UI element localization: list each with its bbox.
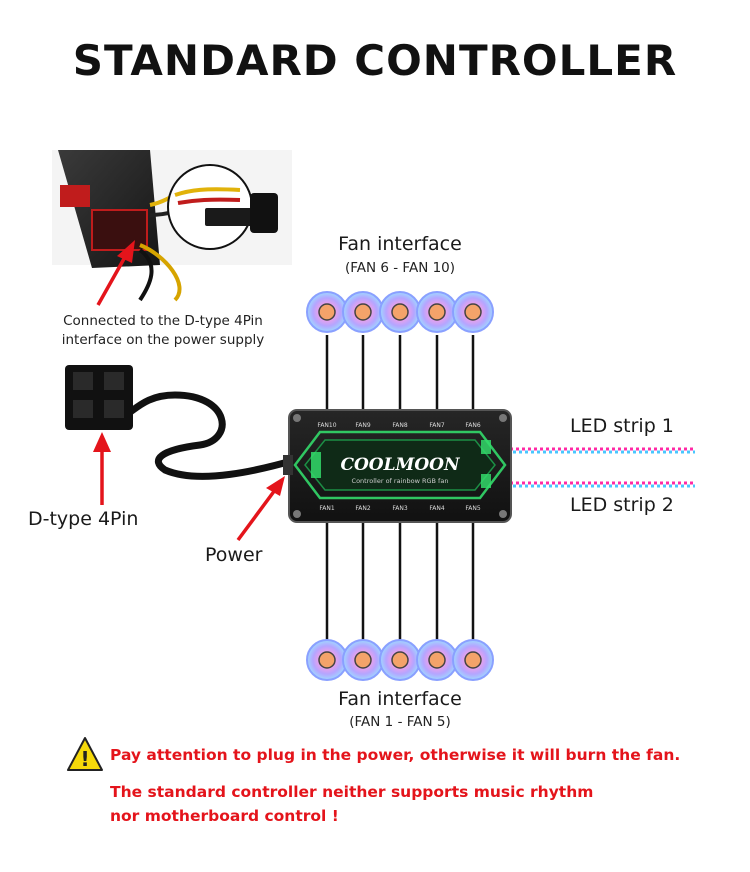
svg-text:!: ! <box>80 747 89 771</box>
led-strip-1-label: LED strip 1 <box>570 415 674 437</box>
psu-image <box>52 150 292 302</box>
arrow-icon <box>93 432 111 505</box>
power-input-port <box>283 455 293 475</box>
controller-brand: COOLMOON <box>340 455 461 475</box>
fan-icon <box>306 291 348 333</box>
psu-caption-line2: interface on the power supply <box>61 332 265 348</box>
port-label: FAN10 <box>317 422 336 429</box>
top-fans-subtitle: (FAN 6 - FAN 10) <box>344 260 456 276</box>
fan-icon <box>342 291 384 333</box>
led-strip-2-label: LED strip 2 <box>570 494 674 516</box>
led-strip-1 <box>510 447 695 454</box>
psu-caption: Connected to the D-type 4Pin interface o… <box>28 312 298 350</box>
bottom-fans-subtitle: (FAN 1 - FAN 5) <box>349 714 451 730</box>
warning-line-3: nor motherboard control ! <box>110 807 339 825</box>
port-label: FAN3 <box>392 505 407 512</box>
port-label: FAN6 <box>465 422 480 429</box>
top-fan-wires <box>325 335 475 420</box>
page-title: STANDARD CONTROLLER <box>72 36 678 85</box>
dtype-label: D-type 4Pin <box>28 508 139 530</box>
top-fans <box>306 291 494 333</box>
warning-icon: ! <box>67 737 103 771</box>
port-label: FAN9 <box>355 422 370 429</box>
red-arrows <box>93 240 285 542</box>
bottom-fans <box>306 639 494 681</box>
port-label: FAN8 <box>392 422 407 429</box>
dtype-connector <box>65 365 296 480</box>
bottom-fans-title: Fan interface <box>338 688 462 710</box>
warning-line-2: The standard controller neither supports… <box>110 783 594 801</box>
fan-icon <box>342 639 384 681</box>
psu-caption-line1: Connected to the D-type 4Pin <box>63 313 263 329</box>
fan-icon <box>452 291 494 333</box>
fan-icon <box>416 639 458 681</box>
port-label: FAN4 <box>429 505 444 512</box>
port-label: FAN2 <box>355 505 370 512</box>
port-label: FAN7 <box>429 422 444 429</box>
fan-icon <box>379 291 421 333</box>
molex-connector-icon <box>250 193 278 233</box>
port-label: FAN1 <box>319 505 334 512</box>
port-label: FAN5 <box>465 505 480 512</box>
controller-tagline: Controller of rainbow RGB fan <box>352 477 449 485</box>
arrow-icon <box>96 240 135 306</box>
bottom-fan-wires <box>325 520 475 645</box>
arrow-icon <box>236 476 285 542</box>
fan-icon <box>379 639 421 681</box>
fan-icon <box>452 639 494 681</box>
top-fans-title: Fan interface <box>338 233 462 255</box>
warning-line-1: Pay attention to plug in the power, othe… <box>110 746 681 764</box>
led-strip-2 <box>510 481 695 488</box>
psu-zoom-circle <box>167 164 253 250</box>
fan-icon <box>416 291 458 333</box>
controller <box>283 409 512 523</box>
power-label: Power <box>205 544 263 566</box>
fan-icon <box>306 639 348 681</box>
